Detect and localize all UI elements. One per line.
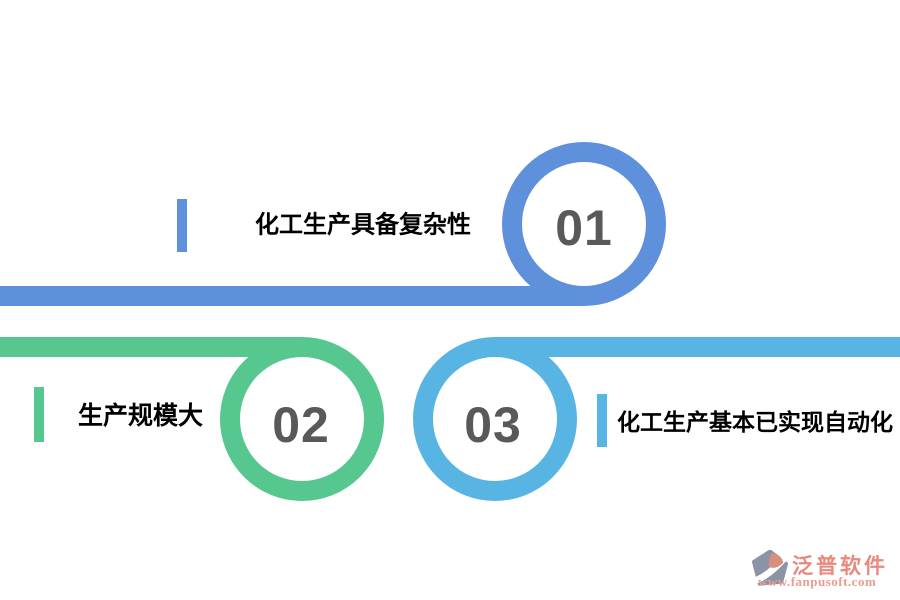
logo-icon-leaf: [768, 553, 784, 568]
step-number-1: 01: [555, 200, 613, 256]
fanpu-diamond-swoosh-icon: [751, 550, 789, 586]
loop-ribbon-step-2: [0, 337, 384, 502]
accent-bar-step-3: [597, 394, 607, 447]
accent-bar-step-1: [177, 199, 187, 252]
loop-ribbon-step-3: [413, 337, 900, 502]
logo-url: www.fanpusoft.com: [758, 574, 877, 589]
logo-name: 泛普软件: [792, 555, 888, 578]
accent-bar-step-2: [34, 387, 44, 442]
fanpu-logo: 泛普软件 www.fanpusoft.com: [751, 548, 896, 593]
step-label-3: 化工生产基本已实现自动化: [617, 409, 893, 435]
step-number-2: 02: [272, 397, 330, 453]
step-label-2: 生产规模大: [78, 402, 204, 430]
step-label-1: 化工生产具备复杂性: [255, 211, 471, 239]
step-number-3: 03: [464, 397, 522, 453]
loop-ribbon-step-1: [0, 141, 666, 306]
